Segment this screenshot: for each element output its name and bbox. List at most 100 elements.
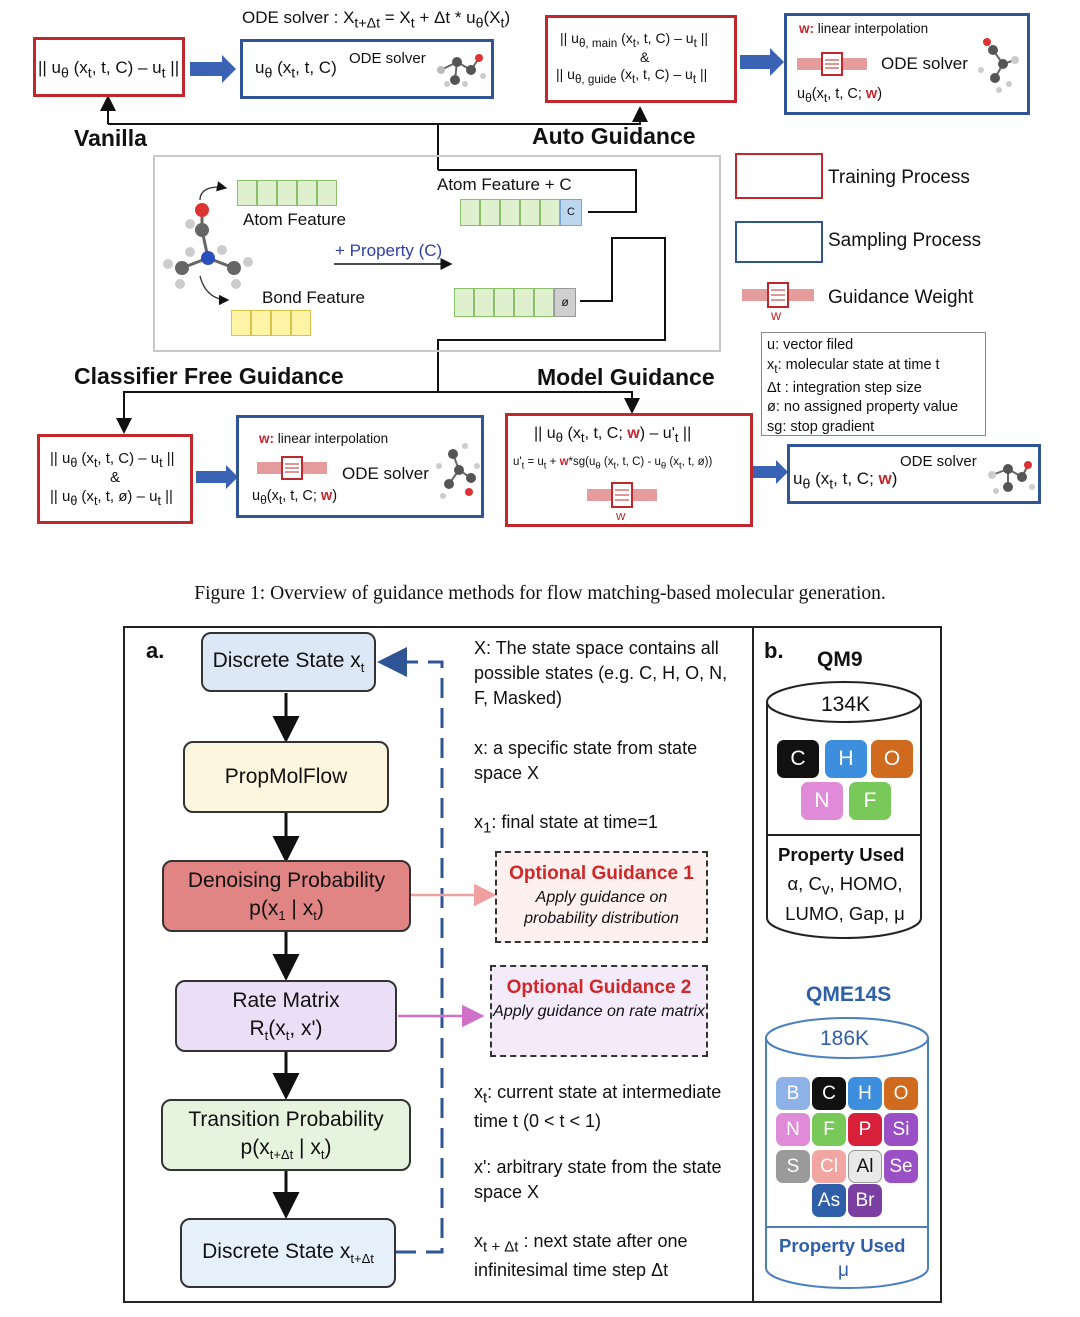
optional-guidance-1-title: Optional Guidance 1 <box>509 863 694 884</box>
legend-guidance-weight-label: Guidance Weight <box>828 287 974 308</box>
cfg-amp: & <box>110 469 121 486</box>
atom-feature-null-bar: ø <box>454 288 576 317</box>
molecule-icon <box>988 461 1035 494</box>
vanilla-ode-label: ODE solver <box>349 50 426 67</box>
qme14s-title: QME14S <box>806 983 892 1006</box>
figure1-caption: Figure 1: Overview of guidance methods f… <box>194 583 886 604</box>
qme14s-size: 186K <box>820 1027 870 1050</box>
flow-connectors <box>272 647 497 1254</box>
def-final-state: x1: final state at time=1 <box>474 812 658 837</box>
guidance-weight-icon <box>257 456 327 480</box>
guidance-weight-icon <box>742 282 814 308</box>
auto-sample: uθ(xt, t, C; w) <box>797 86 883 105</box>
molecule-icon <box>163 203 253 289</box>
auto-w-text: linear interpolation <box>817 21 929 36</box>
panel-a-label: a. <box>146 638 165 663</box>
null-cell: ø <box>554 288 576 317</box>
note-line: u: vector filed <box>767 337 854 353</box>
qme14s-property-title: Property Used <box>779 1235 906 1256</box>
optional-guidance-2: Optional Guidance 2 Apply guidance on ra… <box>490 965 708 1057</box>
model-guidance-label: Model Guidance <box>537 364 715 390</box>
property-label: + Property (C) <box>335 241 443 260</box>
auto-w-label: w: linear interpolation <box>799 21 929 36</box>
flow-discrete-state-t-dt: Discrete State xt+Δt <box>180 1218 396 1288</box>
qme14s-element-se: Se <box>884 1150 918 1183</box>
feature-panel <box>153 155 721 352</box>
legend-training-label: Training Process <box>828 167 970 188</box>
cfg-training-box: || uθ (xt, t, C) – ut || & || uθ (xt, t,… <box>37 434 193 524</box>
molecule-icon <box>437 54 486 87</box>
model-sampling-box: uθ (xt, t, C; w) ODE solver <box>787 444 1041 504</box>
legend-w: w <box>771 307 782 323</box>
model-sample: uθ (xt, t, C; w) <box>793 469 898 493</box>
cfg-loss1: || uθ (xt, t, C) – ut || <box>50 450 175 470</box>
qme14s-element-as: As <box>812 1184 846 1217</box>
auto-ode-label: ODE solver <box>881 54 968 73</box>
figure2-divider <box>752 626 754 1303</box>
notation-box: u: vector filed xt: molecular state at t… <box>761 332 986 436</box>
qme14s-element-p: P <box>848 1113 882 1146</box>
model-eq: u't = ut + w*sg(uθ (xt, t, C) - uθ (xt, … <box>513 456 713 472</box>
molecule-icon <box>978 38 1019 93</box>
vanilla-training-box: || uθ (xt, t, C) – ut || <box>33 37 185 97</box>
qm9-element-o: O <box>871 740 913 778</box>
legend-sampling-label: Sampling Process <box>828 230 982 251</box>
qme14s-element-o: O <box>884 1077 918 1110</box>
qm9-property-title: Property Used <box>778 844 905 865</box>
def-specific-state: x: a specific state from state space X <box>474 738 698 784</box>
atom-feature-c-bar: C <box>460 199 582 226</box>
note-line: Δt : integration step size <box>767 379 922 396</box>
optional-guidance-1-body: Apply guidance on probability distributi… <box>524 888 679 928</box>
note-line: xt: molecular state at time t <box>767 356 940 376</box>
note-line: ø: no assigned property value <box>767 399 959 416</box>
panel-b-label: b. <box>764 638 784 663</box>
cfg-sampling-box: w: linear interpolation ODE solver uθ(xt… <box>236 415 484 518</box>
bond-feature-bar <box>231 310 311 336</box>
auto-sampling-box: w: linear interpolation ODE solver uθ(xt… <box>784 13 1030 115</box>
qme14s-element-cl: Cl <box>812 1150 846 1183</box>
qm9-properties: α, Cv, HOMO, LUMO, Gap, μ <box>785 873 905 924</box>
optional-guidance-2-body: Apply guidance on rate matrix <box>493 1002 705 1020</box>
qme14s-element-f: F <box>812 1113 846 1146</box>
figure2-frame <box>123 626 942 1303</box>
auto-loss-guide: || uθ, guide (xt, t, C) – ut || <box>556 66 708 86</box>
atom-feature-bar <box>237 180 337 206</box>
qm9-element-n: N <box>801 782 843 820</box>
qm9-title: QM9 <box>817 648 863 671</box>
cfg-loss2: || uθ (xt, t, ø) – ut || <box>50 488 173 508</box>
model-w: w <box>616 508 626 523</box>
qm9-element-c: C <box>777 740 819 778</box>
ode-solver-formula: ODE solver : Xt+Δt = Xt + Δt * uθ(Xt) <box>242 8 511 32</box>
qme14s-element-h: H <box>848 1077 882 1110</box>
qme14s-properties: μ <box>838 1260 849 1281</box>
qm9-element-f: F <box>849 782 891 820</box>
guidance-weight-icon <box>587 482 657 508</box>
def-arbitrary-state: x': arbitrary state from the state space… <box>474 1157 722 1203</box>
model-ode-label: ODE solver <box>900 453 977 470</box>
guidance-weight-icon <box>797 52 867 76</box>
cfg-label: Classifier Free Guidance <box>74 363 344 389</box>
qme14s-element-al: Al <box>848 1150 882 1183</box>
def-current-state: xt: current state at intermediate time t… <box>474 1082 722 1131</box>
def-state-space: X: The state space contains all possible… <box>474 638 728 709</box>
def-next-state: xt + Δt : next state after one infinites… <box>474 1231 688 1280</box>
auto-amp: & <box>640 49 650 65</box>
vanilla-loss: || uθ (xt, t, C) – ut || <box>38 58 180 82</box>
vanilla-sampling-box: uθ (xt, t, C) ODE solver <box>240 39 494 99</box>
flow-propmolflow: PropMolFlow <box>183 741 389 813</box>
model-training-box: || uθ (xt, t, C; w) – u't || u't = ut + … <box>505 413 753 527</box>
c-cell: C <box>560 199 582 226</box>
legend-training-swatch <box>735 153 823 199</box>
qme14s-element-b: B <box>776 1077 810 1110</box>
cfg-w-text: linear interpolation <box>277 431 389 446</box>
qme14s-element-si: Si <box>884 1113 918 1146</box>
model-loss: || uθ (xt, t, C; w) – u't || <box>534 425 692 446</box>
qme14s-element-br: Br <box>848 1184 882 1217</box>
auto-loss-main: || uθ, main (xt, t, C) – ut || <box>560 30 708 50</box>
auto-training-box: || uθ, main (xt, t, C) – ut || & || uθ, … <box>545 15 737 103</box>
vanilla-sample: uθ (xt, t, C) <box>255 58 337 82</box>
qm9-element-h: H <box>825 740 867 778</box>
atom-feature-label: Atom Feature <box>243 210 346 229</box>
